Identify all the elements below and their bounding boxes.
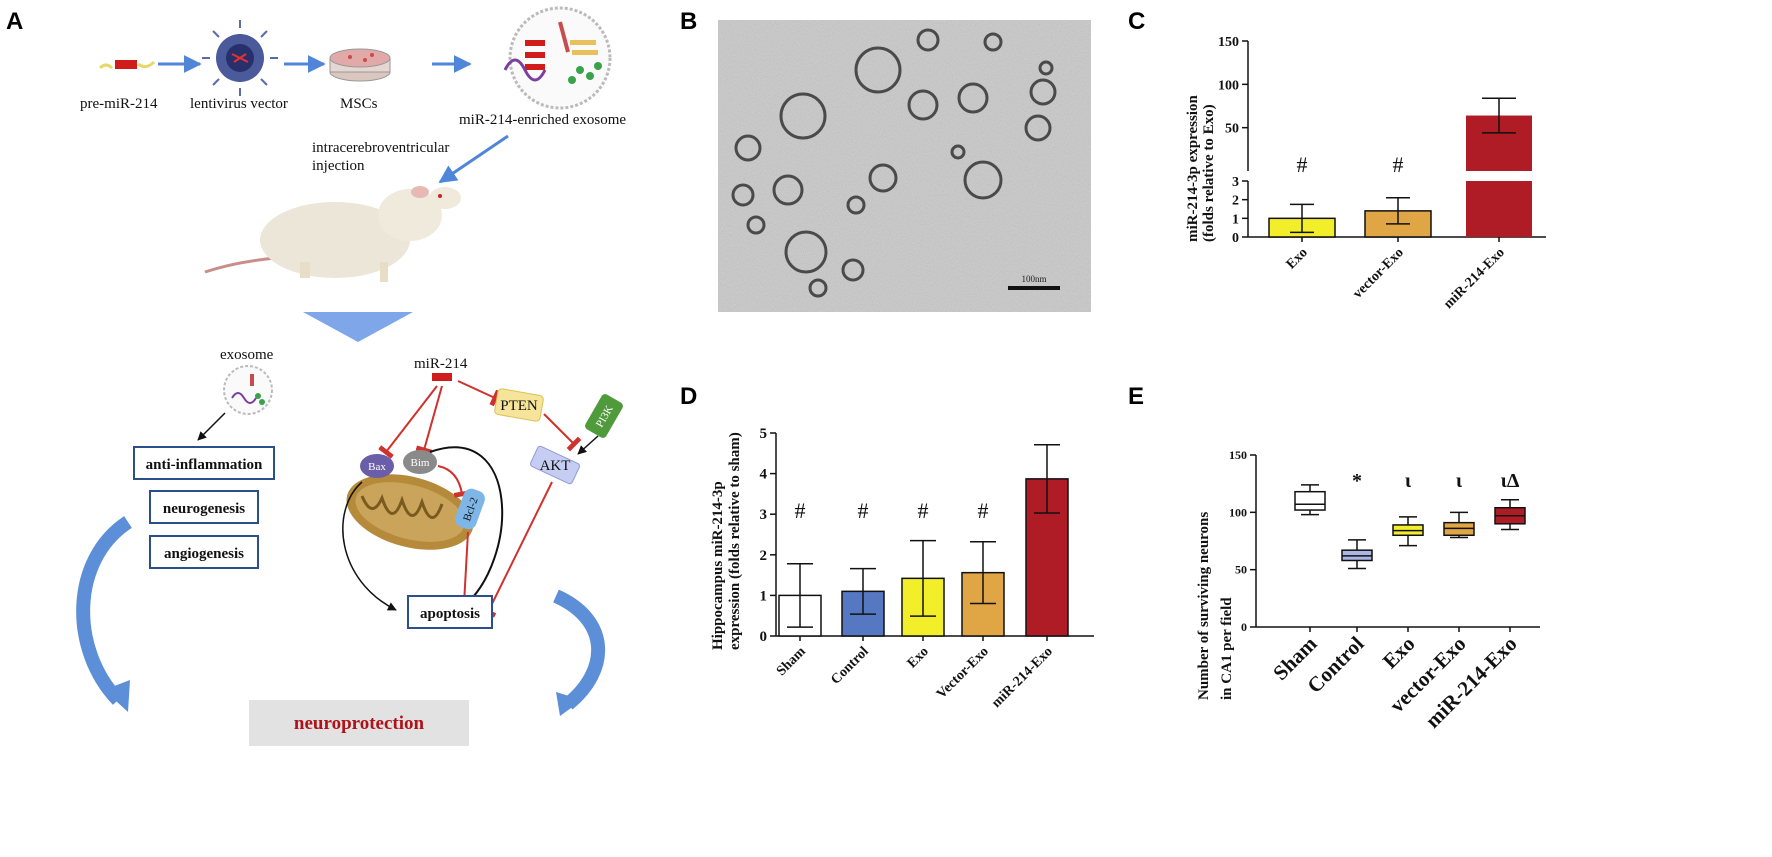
pten-node: PTEN: [494, 388, 544, 422]
panel-b-micrograph: 100nm: [718, 20, 1091, 312]
d-xtick-label: Vector-Exo: [934, 644, 992, 702]
c-ytick-label: 100: [1218, 78, 1239, 93]
mitochondrion-icon: [346, 474, 474, 550]
e-xtick-label: Exo: [1378, 632, 1420, 674]
d-ylabel-line1: Hippocampus miR-214-3p: [710, 481, 726, 650]
d-xtick-label: Control: [828, 644, 872, 688]
d-ytick-label: 5: [760, 426, 768, 442]
panel-letter-d: D: [680, 383, 698, 410]
apoptosis-box: [407, 595, 493, 629]
d-xtick-label: Sham: [774, 644, 809, 679]
mir214-label: miR-214: [414, 356, 468, 372]
e-annotation: ιΔ: [1501, 470, 1520, 492]
d-annotation: #: [795, 498, 806, 523]
left-curved-arrow-icon: [76, 516, 133, 705]
svg-text:Bim: Bim: [411, 457, 430, 469]
panel-c-bar-chart: miR-214-3p expression (folds relative to…: [1185, 35, 1546, 312]
step-label-pre-mir: pre-miR-214: [80, 96, 158, 112]
d-ytick-label: 3: [760, 507, 768, 523]
c-ylabel-line1: miR-214-3p expression: [1185, 95, 1201, 242]
pre-mirna-icon: [98, 60, 156, 70]
rat-icon: [204, 186, 461, 282]
small-exosome-icon: [223, 365, 273, 415]
apoptosis-label: apoptosis: [420, 606, 480, 622]
c-xtick-label: miR-214-Exo: [1441, 245, 1508, 312]
scale-bar-label: 100nm: [1021, 274, 1046, 284]
d-xtick-label: Exo: [905, 644, 932, 671]
c-ytick-label: 3: [1232, 175, 1239, 190]
e-ytick-label: 0: [1241, 620, 1247, 634]
e-annotation: ι: [1405, 470, 1412, 492]
bim-node: Bim: [403, 450, 437, 474]
d-annotation: #: [978, 498, 989, 523]
e-ylabel-line1: Number of surviving neurons: [1196, 512, 1212, 700]
e-box: [1294, 490, 1326, 511]
pi3k-node: PI3K: [585, 394, 623, 438]
svg-text:PTEN: PTEN: [500, 398, 538, 414]
c-ytick-label: 0: [1232, 231, 1239, 246]
c-bar-lower: [1466, 181, 1532, 237]
vesicle-group: [731, 28, 1057, 298]
d-ytick-label: 1: [760, 588, 768, 604]
mir214-icon: [432, 373, 452, 381]
c-xtick-label: Exo: [1284, 245, 1311, 272]
bax-node: Bax: [360, 454, 394, 478]
panel-d-bar-chart: Hippocampus miR-214-3p expression (folds…: [710, 426, 1094, 711]
down-arrow-icon: [303, 312, 413, 342]
panel-letter-b: B: [680, 8, 698, 35]
panel-letter-a: A: [6, 8, 24, 35]
d-xtick-label: miR-214-Exo: [989, 644, 1056, 711]
c-ytick-label: 1: [1232, 212, 1239, 227]
c-annotation: #: [1297, 152, 1308, 177]
right-curved-arrow-icon: [552, 589, 606, 710]
injection-label-line1: intracerebroventricular: [312, 140, 449, 156]
d-ylabel-line2: expression (folds relative to sham): [727, 432, 743, 650]
neurogenesis-box: [149, 490, 259, 524]
d-annotation: #: [918, 498, 929, 523]
step-label-mscs: MSCs: [340, 96, 378, 112]
d-ytick-label: 4: [760, 467, 768, 483]
e-annotation: ι: [1456, 470, 1463, 492]
e-annotation: *: [1352, 470, 1362, 492]
c-ylabel-line2: (folds relative to Exo): [1201, 104, 1217, 242]
effect-angiogenesis: angiogenesis: [164, 546, 244, 562]
panel-letter-c: C: [1128, 8, 1146, 35]
neuroprotection-box: [249, 700, 469, 746]
e-ytick-label: 50: [1235, 563, 1247, 577]
angiogenesis-box: [149, 535, 259, 569]
petri-dish-icon: [329, 48, 391, 82]
panel-e-box-plot: Number of surviving neurons in CA1 per f…: [1196, 448, 1540, 733]
e-ytick-label: 150: [1229, 448, 1247, 462]
d-annotation: #: [858, 498, 869, 523]
c-ytick-label: 2: [1232, 194, 1239, 209]
effect-anti-inflammation: anti-inflammation: [146, 457, 263, 473]
svg-text:AKT: AKT: [540, 458, 571, 474]
panel-letter-e: E: [1128, 383, 1145, 410]
c-ytick-label: 50: [1225, 122, 1239, 137]
c-xtick-label: vector-Exo: [1350, 245, 1406, 301]
d-ytick-label: 0: [760, 629, 768, 645]
exosome-icon: [503, 6, 612, 110]
step-label-lentivirus: lentivirus vector: [190, 96, 288, 112]
e-ylabel-line2: in CA1 per field: [1219, 597, 1235, 700]
d-ytick-label: 2: [760, 548, 768, 564]
svg-text:Bax: Bax: [368, 461, 386, 473]
akt-node: AKT: [529, 445, 581, 485]
exosome-label: exosome: [220, 347, 274, 363]
step-label-exosome: miR-214-enriched exosome: [459, 112, 626, 128]
panel-a-schematic: pre-miR-214 lentivirus vector MSCs miR-2…: [76, 6, 626, 746]
c-annotation: #: [1393, 152, 1404, 177]
injection-label-line2: injection: [312, 158, 365, 174]
e-ytick-label: 100: [1229, 505, 1247, 519]
lentivirus-icon: [202, 20, 278, 96]
anti-inflammation-box: [133, 446, 275, 480]
neuroprotection-label: neuroprotection: [294, 713, 425, 734]
c-ytick-label: 150: [1218, 35, 1239, 50]
effect-neurogenesis: neurogenesis: [163, 501, 245, 517]
bcl2-node: Bcl-2: [455, 488, 485, 530]
